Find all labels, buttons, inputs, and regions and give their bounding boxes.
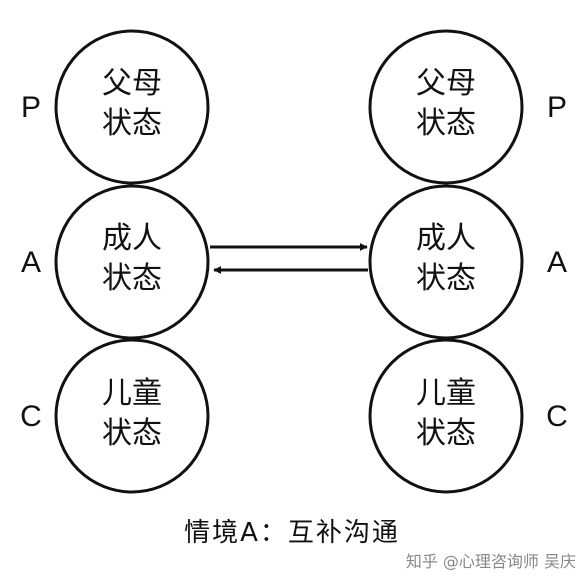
right-child-state: 儿童 状态: [368, 338, 524, 494]
right-adult-state: 成人 状态: [368, 184, 524, 340]
watermark: 知乎 @心理咨询师 吴庆: [405, 552, 576, 571]
left-adult-label-line1: 成人: [102, 221, 162, 256]
left-child-label-line2: 状态: [102, 416, 162, 451]
right-letter-p: P: [547, 91, 567, 124]
left-parent-label-line1: 父母: [102, 66, 162, 101]
left-parent-state: 父母 状态: [54, 29, 210, 185]
left-adult-circle: [54, 184, 210, 340]
right-child-label-line1: 儿童: [416, 376, 476, 411]
right-child-circle: [368, 338, 524, 494]
left-letter-a: A: [21, 246, 41, 279]
right-adult-circle: [368, 184, 524, 340]
left-parent-label-line2: 状态: [102, 106, 162, 141]
right-parent-circle: [368, 29, 524, 185]
right-adult-label-line1: 成人: [416, 221, 476, 256]
left-letter-c: C: [20, 400, 42, 433]
left-adult-label-line2: 状态: [102, 261, 162, 296]
right-parent-state: 父母 状态: [368, 29, 524, 185]
right-letter-c: C: [546, 400, 568, 433]
left-child-state: 儿童 状态: [54, 338, 210, 494]
right-child-label-line2: 状态: [416, 416, 476, 451]
left-letter-p: P: [21, 91, 41, 124]
left-child-label-line1: 儿童: [102, 376, 162, 411]
left-adult-state: 成人 状态: [54, 184, 210, 340]
right-parent-label-line1: 父母: [416, 66, 476, 101]
diagram-caption: 情境A：互补沟通: [184, 518, 400, 548]
right-letter-a: A: [547, 246, 567, 279]
left-child-circle: [54, 338, 210, 494]
right-adult-label-line2: 状态: [416, 261, 476, 296]
left-parent-circle: [54, 29, 210, 185]
right-parent-label-line2: 状态: [416, 106, 476, 141]
